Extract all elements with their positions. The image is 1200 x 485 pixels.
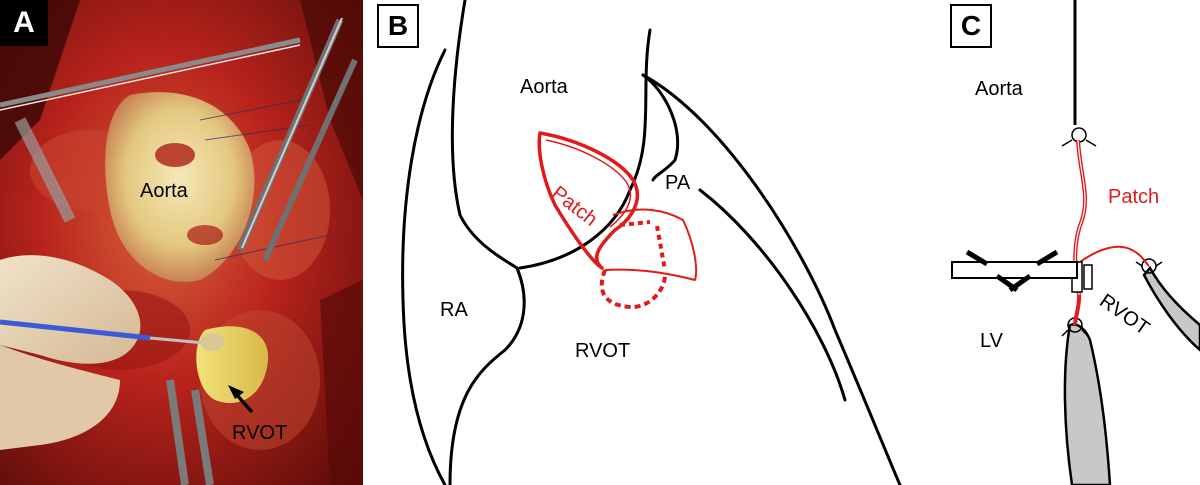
- rvot-wall-shape: [1142, 265, 1200, 352]
- ra-inner-outline: [448, 0, 526, 485]
- panel-b-label-ra: RA: [440, 299, 468, 321]
- pa-outline: [641, 73, 680, 182]
- instrument-bar: [951, 261, 1078, 279]
- lv-wall-shape: [1063, 323, 1112, 485]
- patch-to-rvot-line: [1079, 245, 1150, 267]
- panel-c-letter-box: [950, 4, 992, 48]
- panel-a-letter: A: [13, 6, 35, 39]
- panel-c-label-patch: Patch: [1108, 186, 1160, 208]
- panel-b-label-rvot: RVOT: [575, 340, 631, 362]
- panel-c-diagram: C Aorta Patch LV RVOT: [912, 0, 1200, 485]
- panel-b-diagram: B Aorta PA Patch RA RVOT: [365, 0, 910, 485]
- panel-a-photo: A Aorta RVOT: [0, 0, 363, 485]
- panel-b-label-aorta: Aorta: [520, 76, 568, 98]
- panel-b-label-pa: PA: [665, 172, 691, 194]
- arrow-icon: [228, 385, 254, 414]
- panel-a-label-aorta: Aorta: [140, 180, 188, 202]
- panel-b-drawing: [377, 0, 902, 485]
- panel-b-letter: B: [387, 10, 409, 41]
- panel-c-letter: C: [960, 10, 982, 41]
- panel-c-label-lv: LV: [980, 330, 1003, 352]
- panel-c-label-aorta: Aorta: [975, 78, 1023, 100]
- rv-outline: [641, 73, 902, 485]
- panel-b-letter-box: [377, 4, 419, 48]
- patch-drawing: [537, 131, 698, 310]
- panel-c-drawing: [950, 0, 1200, 485]
- patch-line: [1073, 139, 1088, 326]
- ra-outline: [401, 48, 447, 485]
- rv-bottom-outline: [698, 188, 847, 402]
- surgical-photo: [0, 0, 363, 485]
- panel-a-label-rvot: RVOT: [232, 422, 288, 444]
